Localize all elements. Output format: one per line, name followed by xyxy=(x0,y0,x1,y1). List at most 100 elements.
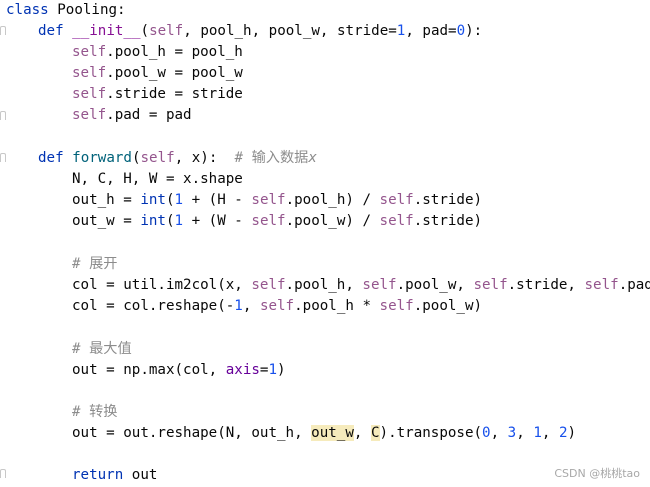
comment-text: x xyxy=(308,150,317,166)
code-line-2[interactable]: def __init__(self, pool_h, pool_w, strid… xyxy=(38,21,482,42)
self-ref: self xyxy=(362,277,397,293)
self-ref: self xyxy=(379,213,414,229)
code-line-4[interactable]: self.pool_w = pool_w xyxy=(72,63,243,84)
number: 0 xyxy=(456,23,466,39)
params: , pad= xyxy=(405,23,457,39)
class-name: Pooling: xyxy=(48,2,126,18)
comment-hash: # xyxy=(72,404,90,420)
comment-hash: # xyxy=(234,150,252,166)
fold-marker-icon[interactable] xyxy=(0,153,6,162)
statement: .pool_w = pool_w xyxy=(106,65,243,81)
builtin-int: int xyxy=(140,213,166,229)
params: , x): xyxy=(174,150,235,166)
self-ref: self xyxy=(72,107,107,123)
self-param: self xyxy=(140,150,175,166)
code-line-6[interactable]: self.pad = pad xyxy=(72,105,192,126)
statement: .pool_h) / xyxy=(285,192,380,208)
self-ref: self xyxy=(72,86,107,102)
statement: .stride, xyxy=(507,277,585,293)
fold-marker-icon[interactable] xyxy=(0,111,6,120)
number: 1 xyxy=(396,23,406,39)
self-ref: self xyxy=(72,44,107,60)
statement: out_h = xyxy=(72,192,141,208)
statement: + (H - xyxy=(183,192,252,208)
self-ref: self xyxy=(473,277,508,293)
highlighted-variable[interactable]: out_w xyxy=(311,425,354,441)
statement: , xyxy=(541,425,559,441)
params: , pool_h, pool_w, stride= xyxy=(183,23,397,39)
number: 1 xyxy=(174,213,184,229)
code-line-18[interactable]: out = np.max(col, axis=1) xyxy=(72,360,286,381)
self-ref: self xyxy=(379,192,414,208)
statement: ) xyxy=(567,425,577,441)
statement: = xyxy=(259,362,269,378)
statement: col = col.reshape(- xyxy=(72,298,235,314)
code-line-9[interactable]: N, C, H, W = x.shape xyxy=(72,169,243,190)
builtin-int: int xyxy=(140,192,166,208)
paren: ( xyxy=(165,192,175,208)
code-line-3[interactable]: self.pool_h = pool_h xyxy=(72,42,243,63)
highlighted-variable[interactable]: C xyxy=(370,425,380,441)
fold-marker-icon[interactable] xyxy=(0,469,6,478)
number: 1 xyxy=(268,362,278,378)
statement: ) xyxy=(277,362,286,378)
number: 1 xyxy=(174,192,184,208)
code-line-10[interactable]: out_h = int(1 + (H - self.pool_h) / self… xyxy=(72,190,482,211)
number: 3 xyxy=(507,425,517,441)
code-line-5[interactable]: self.stride = stride xyxy=(72,84,243,105)
code-line-14[interactable]: col = util.im2col(x, self.pool_h, self.p… xyxy=(72,275,650,296)
paren: ): xyxy=(465,23,483,39)
code-line-1[interactable]: class Pooling: xyxy=(6,0,126,21)
statement: .stride) xyxy=(413,192,483,208)
self-ref: self xyxy=(584,277,619,293)
statement: ).transpose( xyxy=(379,425,483,441)
statement: .stride = stride xyxy=(106,86,243,102)
number: 2 xyxy=(558,425,568,441)
keyword-def: def xyxy=(38,150,64,166)
statement: col = util.im2col(x, xyxy=(72,277,252,293)
keyword-def: def xyxy=(38,23,64,39)
code-line-20[interactable]: # 转换 xyxy=(72,402,117,423)
statement: , xyxy=(353,425,371,441)
function-name: forward xyxy=(72,150,132,166)
fold-marker-icon[interactable] xyxy=(0,26,6,35)
statement: , xyxy=(242,298,260,314)
statement: , xyxy=(490,425,508,441)
statement: .pool_h * xyxy=(294,298,380,314)
number: 1 xyxy=(533,425,542,441)
self-ref: self xyxy=(251,277,286,293)
code-line-17[interactable]: # 最大值 xyxy=(72,339,132,360)
statement: .pool_w, xyxy=(396,277,474,293)
code-line-11[interactable]: out_w = int(1 + (W - self.pool_w) / self… xyxy=(72,211,482,232)
code-line-15[interactable]: col = col.reshape(-1, self.pool_h * self… xyxy=(72,296,482,317)
paren: ( xyxy=(140,23,150,39)
self-ref: self xyxy=(251,192,286,208)
statement: .pool_w) / xyxy=(285,213,380,229)
statement: .pad = pad xyxy=(106,107,192,123)
number: 0 xyxy=(482,425,491,441)
statement: .pool_h = pool_h xyxy=(106,44,243,60)
statement: .pool_w) xyxy=(413,298,483,314)
comment-text: 最大值 xyxy=(89,341,132,357)
statement: out xyxy=(123,467,158,483)
statement: out_w = xyxy=(72,213,141,229)
code-line-8[interactable]: def forward(self, x): # 输入数据x xyxy=(38,148,317,169)
self-ref: self xyxy=(379,298,414,314)
self-ref: self xyxy=(251,213,286,229)
function-name: __init__ xyxy=(72,23,141,39)
code-line-21[interactable]: out = out.reshape(N, out_h, out_w, C).tr… xyxy=(72,423,576,444)
comment-text: 转换 xyxy=(89,404,118,420)
code-line-13[interactable]: # 展开 xyxy=(72,254,117,275)
code-line-23[interactable]: return out xyxy=(72,465,157,486)
comment-hash: # xyxy=(72,256,90,272)
statement: , xyxy=(516,425,534,441)
number: 1 xyxy=(234,298,243,314)
self-param: self xyxy=(149,23,184,39)
statement: .pool_h, xyxy=(285,277,363,293)
statement: + (W - xyxy=(183,213,252,229)
statement: out = out.reshape(N, out_h, xyxy=(72,425,312,441)
paren: ( xyxy=(165,213,175,229)
comment-text: 展开 xyxy=(89,256,118,272)
keyword-return: return xyxy=(72,467,124,483)
